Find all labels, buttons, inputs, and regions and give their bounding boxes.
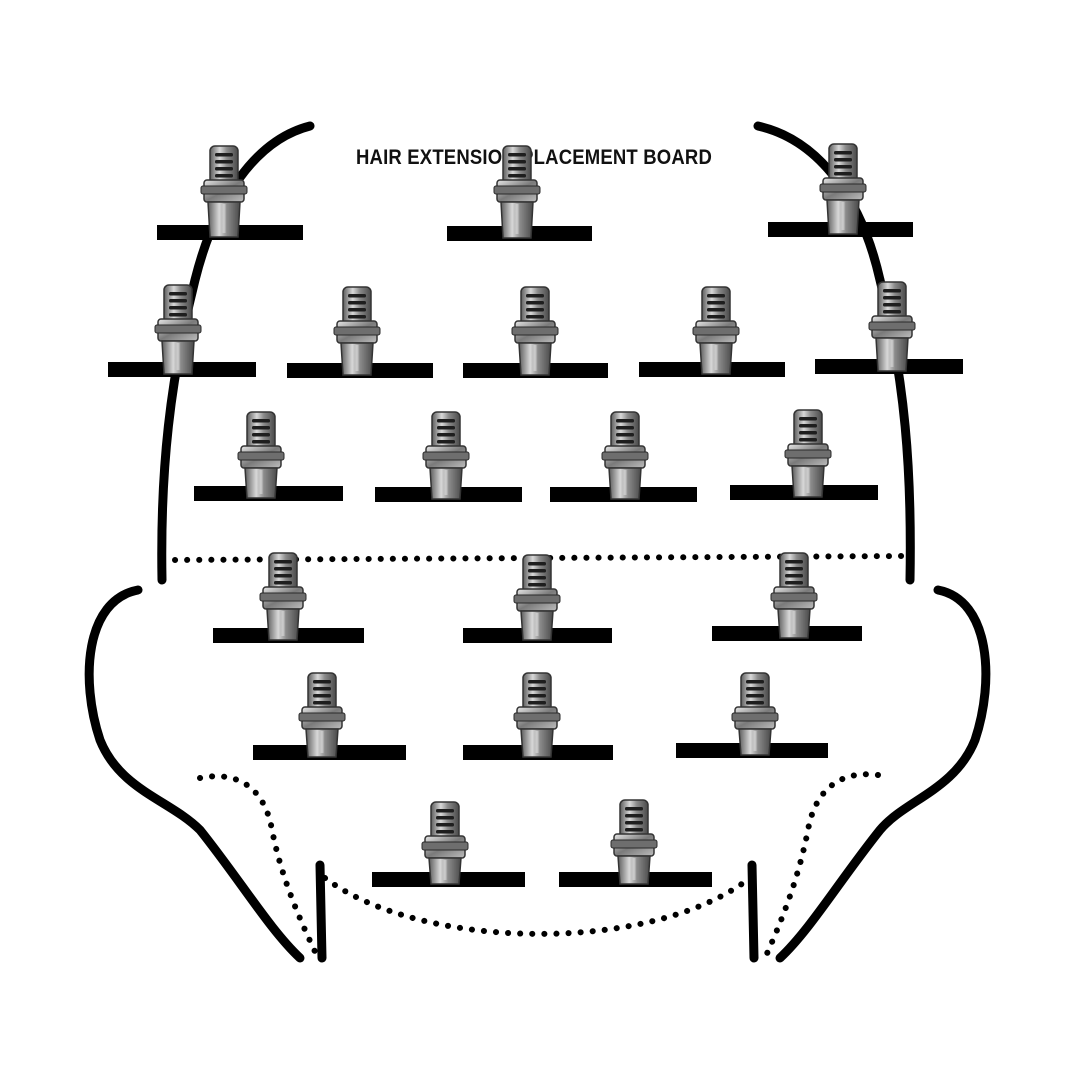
hair-clip-icon [421, 801, 469, 885]
clips [154, 143, 916, 885]
hair-clip-icon [610, 799, 658, 885]
hair-clip-icon [493, 145, 541, 239]
hair-clip-icon [422, 411, 470, 500]
hair-clip-icon [237, 411, 285, 499]
hair-clip-icon [333, 286, 381, 376]
hair-clip-icon [511, 286, 559, 376]
hair-clip-icon [259, 552, 307, 641]
hair-clip-icon [819, 143, 867, 235]
hair-clip-icon [200, 145, 248, 238]
hair-clip-icon [770, 552, 818, 639]
hair-clip-icon [154, 284, 202, 375]
left-hairline [197, 773, 321, 961]
hair-clip-icon [298, 672, 346, 758]
right-hairline [762, 771, 881, 961]
hair-clip-icon [601, 411, 649, 500]
head-outline [84, 121, 991, 963]
hair-clip-icon [784, 409, 832, 498]
hair-clip-icon [692, 286, 740, 375]
hair-clip-icon [731, 672, 779, 756]
hair-clip-icon [868, 281, 916, 372]
board-title: HAIR EXTENSION PLACEMENT BOARD [356, 146, 712, 169]
hair-clip-icon [513, 554, 561, 641]
hair-clip-icon [513, 672, 561, 758]
